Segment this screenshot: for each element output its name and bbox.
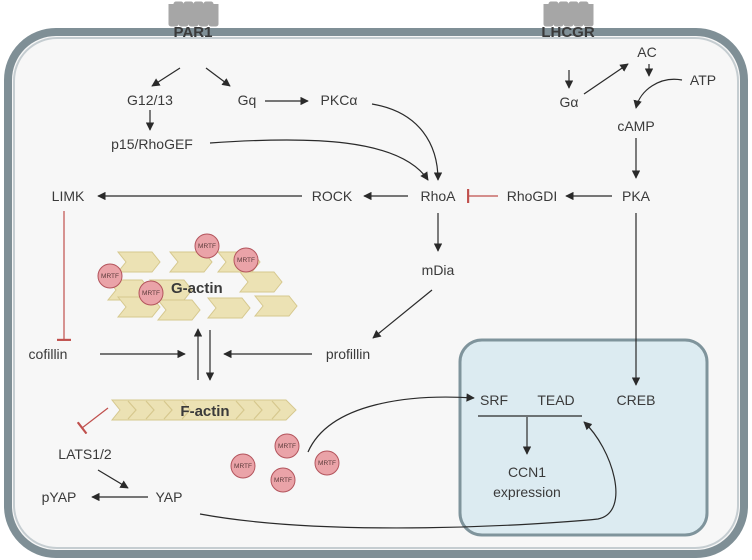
node-camp: cAMP bbox=[617, 118, 654, 134]
arrow-yap-tead bbox=[199, 421, 617, 529]
nucleus bbox=[458, 338, 709, 537]
node-profilin: profillin bbox=[326, 346, 370, 362]
mrtf-g4: MRTF bbox=[138, 280, 164, 306]
mrtf-f2: MRTF bbox=[230, 453, 256, 479]
node-ccn1: CCN1 bbox=[508, 464, 546, 480]
node-rhogdi: RhoGDI bbox=[507, 188, 558, 204]
node-pka: PKA bbox=[622, 188, 651, 204]
arrow-lats-yap bbox=[97, 469, 129, 489]
svg-text:MRTF: MRTF bbox=[142, 290, 160, 297]
node-galpha: Gα bbox=[560, 94, 579, 110]
node-pkca: PKCα bbox=[321, 92, 358, 108]
f-actin-filament bbox=[110, 399, 297, 421]
mrtf-g2: MRTF bbox=[233, 247, 259, 273]
mrtf-g3: MRTF bbox=[97, 263, 123, 289]
arrow-mdia-profilin bbox=[372, 289, 433, 339]
g-actin-label: G-actin bbox=[171, 280, 223, 297]
par1-label: PAR1 bbox=[174, 24, 213, 41]
node-atp: ATP bbox=[690, 72, 716, 88]
lhcgr-label: LHCGR bbox=[541, 24, 594, 41]
node-g1213: G12/13 bbox=[127, 92, 173, 108]
par1-receptor-icon bbox=[168, 1, 219, 27]
svg-text:MRTF: MRTF bbox=[274, 477, 292, 484]
node-yap: YAP bbox=[156, 489, 183, 505]
arrow-galpha-ac bbox=[583, 63, 629, 95]
mrtf-f4: MRTF bbox=[314, 450, 340, 476]
node-ac: AC bbox=[637, 44, 656, 60]
inhibit-factin-lats bbox=[76, 407, 109, 435]
node-creb: CREB bbox=[617, 392, 656, 408]
arrow-pkca-rhoa bbox=[371, 103, 443, 181]
mrtf-f3: MRTF bbox=[270, 467, 296, 493]
svg-text:MRTF: MRTF bbox=[101, 273, 119, 280]
f-actin-label: F-actin bbox=[180, 403, 229, 420]
arrow-par1-g1213 bbox=[151, 67, 181, 87]
node-rock: ROCK bbox=[312, 188, 353, 204]
arrow-p15-rhoa bbox=[209, 139, 429, 181]
node-ccn1-expression: expression bbox=[493, 484, 561, 500]
node-rhoa: RhoA bbox=[420, 188, 456, 204]
node-limk: LIMK bbox=[52, 188, 85, 204]
arrow-atp-camp bbox=[633, 78, 683, 109]
node-p15-rhogef: p15/RhoGEF bbox=[111, 136, 193, 152]
node-mdia: mDia bbox=[422, 262, 455, 278]
arrow-mrtf-srf bbox=[307, 393, 475, 453]
node-cofilin: cofillin bbox=[29, 346, 68, 362]
svg-text:MRTF: MRTF bbox=[198, 243, 216, 250]
node-srf: SRF bbox=[480, 392, 508, 408]
node-gq: Gq bbox=[238, 92, 257, 108]
node-tead: TEAD bbox=[537, 392, 574, 408]
svg-text:MRTF: MRTF bbox=[318, 460, 336, 467]
svg-text:MRTF: MRTF bbox=[237, 257, 255, 264]
node-pyap: pYAP bbox=[42, 489, 77, 505]
lhcgr-receptor-icon bbox=[543, 1, 594, 27]
mrtf-f1: MRTF bbox=[274, 433, 300, 459]
svg-text:MRTF: MRTF bbox=[278, 443, 296, 450]
arrow-par1-gq bbox=[205, 67, 231, 87]
node-lats12: LATS1/2 bbox=[58, 446, 112, 462]
mrtf-g1: MRTF bbox=[194, 233, 220, 259]
svg-text:MRTF: MRTF bbox=[234, 463, 252, 470]
